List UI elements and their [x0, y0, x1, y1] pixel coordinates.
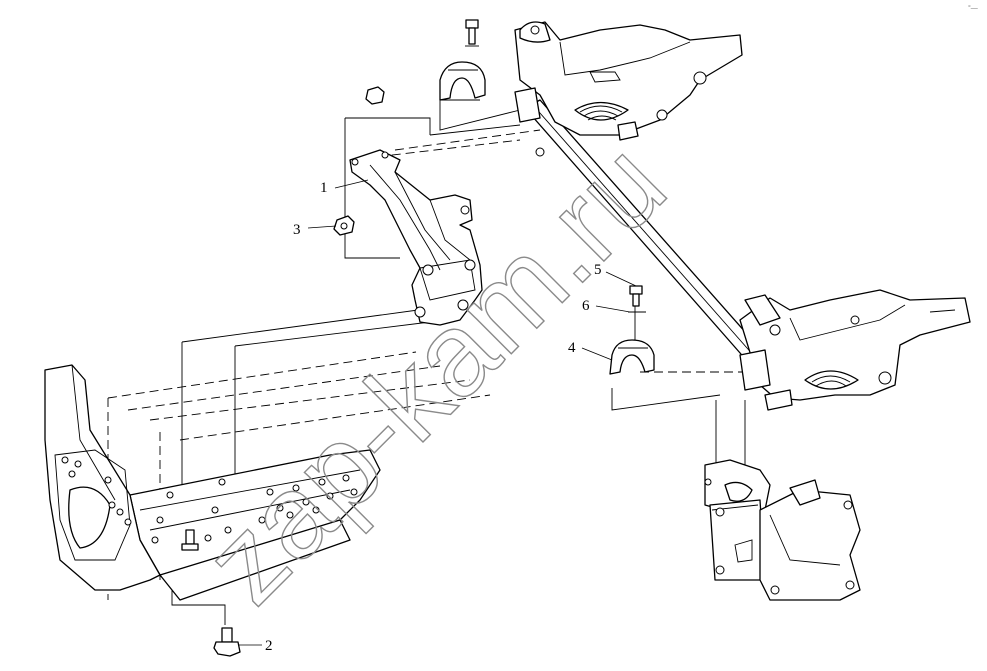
nut-part-3 [333, 215, 355, 236]
bolt-part-5 [629, 285, 643, 307]
lower-suspension-arm [739, 289, 971, 411]
bolt-part-2 [181, 529, 241, 657]
callout-2: 2 [265, 638, 273, 654]
clamp-part-4 [609, 339, 655, 375]
corner-mark: °— [968, 4, 978, 12]
callout-labels: 1 2 3 4 5 6 [265, 180, 602, 654]
upper-clamp [365, 19, 486, 105]
callout-1: 1 [320, 180, 328, 196]
rail-holes [151, 474, 358, 544]
frame-bolt [181, 529, 199, 551]
bracket-part-1 [349, 149, 483, 326]
upper-bolt [465, 19, 479, 47]
cross-member [44, 364, 161, 591]
callout-4: 4 [568, 340, 576, 356]
support-bracket [704, 459, 861, 601]
callout-3: 3 [293, 222, 301, 238]
callout-leaders [238, 179, 637, 646]
upper-suspension-arm [514, 21, 743, 157]
upper-nut [365, 86, 385, 105]
callout-5: 5 [594, 262, 602, 278]
callout-6: 6 [582, 298, 590, 314]
